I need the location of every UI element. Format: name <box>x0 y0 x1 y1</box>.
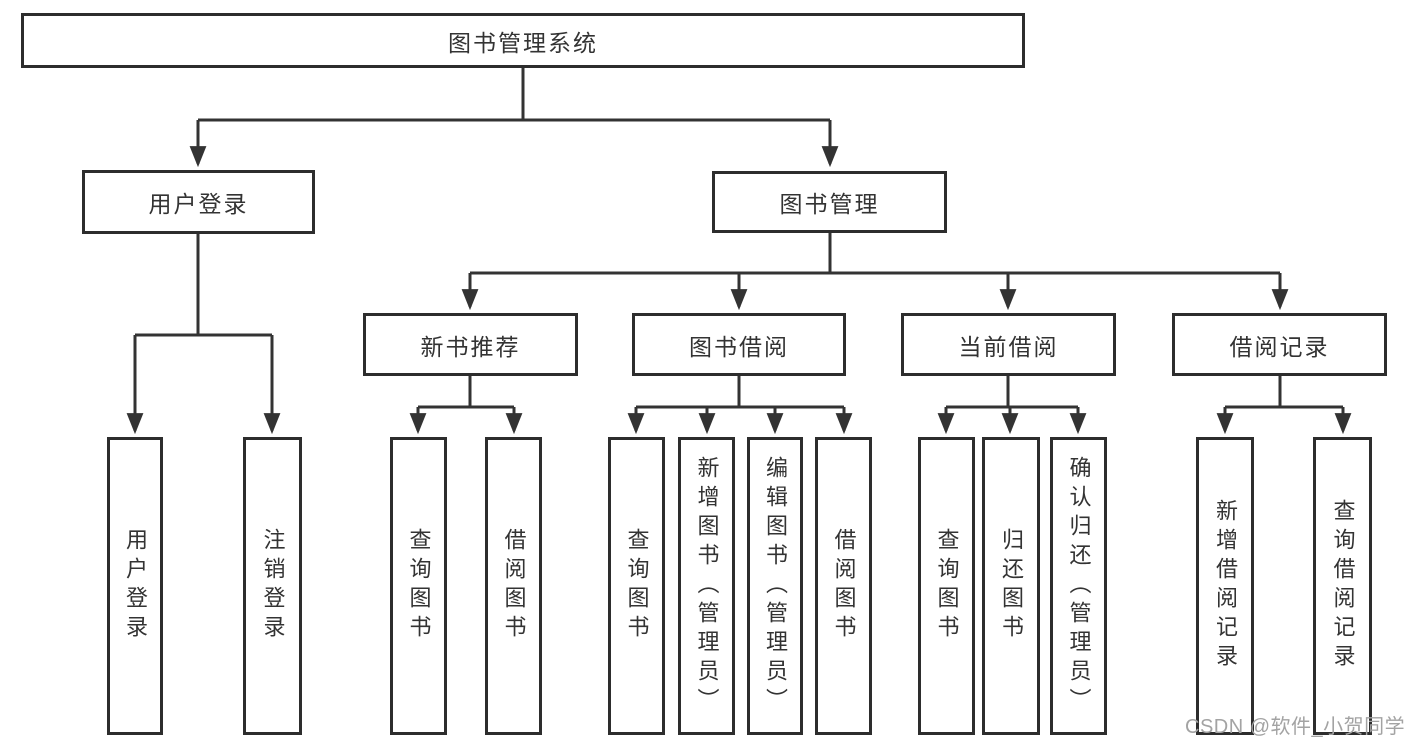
csdn-watermark: CSDN @软件_小贺同学 <box>1185 716 1405 738</box>
leaf-label: 借阅图书 <box>501 528 527 644</box>
leaf-label: 注销登录 <box>260 528 286 644</box>
leaf-label: 查询图书 <box>624 528 650 644</box>
leaf-add-borrow-record: 新增借阅记录 <box>1196 437 1254 735</box>
node-book-management: 图书管理 <box>712 171 947 233</box>
leaf-query-books-2: 查询图书 <box>608 437 665 735</box>
node-label: 用户登录 <box>148 191 249 217</box>
leaf-add-books-admin: 新增图书（管理员） <box>678 437 735 735</box>
leaf-label: 归还图书 <box>999 528 1024 644</box>
leaf-edit-books-admin: 编辑图书（管理员） <box>747 437 803 735</box>
leaf-user-login: 用户登录 <box>107 437 163 735</box>
node-borrow-records: 借阅记录 <box>1172 313 1387 376</box>
node-label: 图书管理 <box>779 191 880 217</box>
node-label: 当前借阅 <box>958 333 1059 360</box>
node-root-system: 图书管理系统 <box>21 13 1025 68</box>
leaf-query-books-3: 查询图书 <box>918 437 975 735</box>
leaf-query-books-1: 查询图书 <box>390 437 447 735</box>
leaf-label: 新增图书（管理员） <box>694 455 720 717</box>
leaf-borrow-books-1: 借阅图书 <box>485 437 542 735</box>
leaf-borrow-books-2: 借阅图书 <box>815 437 872 735</box>
leaf-logout: 注销登录 <box>243 437 302 735</box>
node-label: 图书管理系统 <box>448 29 598 56</box>
leaf-label: 新增借阅记录 <box>1213 499 1238 673</box>
leaf-label: 确认归还（管理员） <box>1066 455 1092 717</box>
leaf-return-books: 归还图书 <box>982 437 1040 735</box>
leaf-label: 查询借阅记录 <box>1330 499 1356 673</box>
node-book-borrow: 图书借阅 <box>632 313 846 376</box>
leaf-label: 编辑图书（管理员） <box>763 455 788 717</box>
node-label: 图书借阅 <box>689 333 789 360</box>
node-label: 新书推荐 <box>420 333 521 360</box>
leaf-label: 借阅图书 <box>831 528 857 644</box>
leaf-label: 查询图书 <box>406 528 432 644</box>
leaf-label: 查询图书 <box>934 528 960 644</box>
node-label: 借阅记录 <box>1229 333 1330 360</box>
node-new-book-recommend: 新书推荐 <box>363 313 578 376</box>
leaf-label: 用户登录 <box>123 528 148 644</box>
leaf-query-borrow-record: 查询借阅记录 <box>1313 437 1372 735</box>
node-user-login: 用户登录 <box>82 170 315 234</box>
node-current-borrow: 当前借阅 <box>901 313 1116 376</box>
leaf-confirm-return-admin: 确认归还（管理员） <box>1050 437 1107 735</box>
